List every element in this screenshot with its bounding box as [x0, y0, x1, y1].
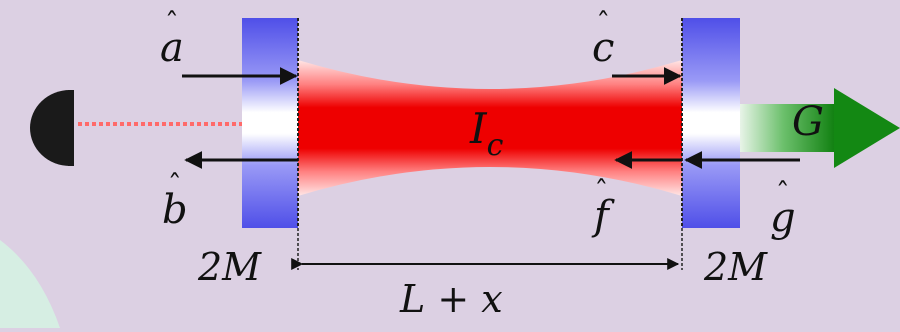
label-b: b [162, 190, 188, 230]
mass-right-label: 2M [704, 245, 768, 289]
output-arrow-icon [740, 88, 900, 168]
right-mirror [681, 18, 740, 228]
label-f: f [594, 196, 609, 236]
background-shape [0, 240, 60, 328]
length-label: L + x [400, 277, 503, 321]
left-mirror [242, 18, 299, 228]
label-a: a [160, 28, 184, 68]
label-c: c [592, 28, 614, 68]
intensity-label: Ic [470, 108, 503, 161]
label-G: G [792, 99, 824, 145]
label-g: g [770, 198, 796, 238]
intensity-subscript: c [486, 128, 504, 163]
photodetector-icon [30, 90, 74, 166]
mass-left-label: 2M [198, 245, 262, 289]
intensity-symbol: I [470, 104, 487, 153]
cavity-beam [298, 60, 682, 196]
